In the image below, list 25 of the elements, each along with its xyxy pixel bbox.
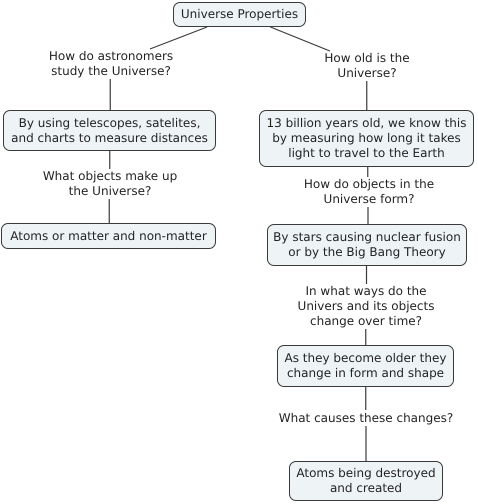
connector-line xyxy=(365,387,366,410)
connector-line xyxy=(270,26,330,52)
concept-box: Atoms being destroyed and created xyxy=(289,461,443,501)
linking-phrase: How old is the Universe? xyxy=(307,51,427,81)
connector-line xyxy=(365,329,366,345)
connector-line xyxy=(366,266,368,284)
linking-phrase: How do astronomers study the Universe? xyxy=(36,49,186,79)
connector-line xyxy=(110,79,111,110)
concept-box: Atoms or matter and non-matter xyxy=(1,223,216,249)
connector-line xyxy=(109,151,110,169)
linking-phrase: In what ways do the Univers and its objects change over time? xyxy=(281,284,451,329)
connector-line xyxy=(367,167,368,177)
concept-box: Universe Properties xyxy=(173,2,306,27)
linking-phrase: What causes these changes? xyxy=(266,410,466,426)
connector-line xyxy=(108,199,110,223)
connector-line xyxy=(367,207,369,224)
concept-box: 13 billion years old, we know this by measuring how long it takes light to travel to the Earth xyxy=(259,110,474,167)
linking-phrase: What objects make up the Universe? xyxy=(39,169,181,199)
connector-line xyxy=(365,426,367,461)
concept-box: As they become older they change in form and shape xyxy=(277,345,454,387)
linking-phrase: How do objects in the Universe form? xyxy=(289,177,449,207)
connector-line xyxy=(150,26,208,50)
concept-box: By using telescopes, satelites, and charts to measure distances xyxy=(3,110,216,151)
connector-line xyxy=(366,81,368,110)
concept-box: By stars causing nuclear fusion or by the Big Bang Theory xyxy=(267,224,467,266)
